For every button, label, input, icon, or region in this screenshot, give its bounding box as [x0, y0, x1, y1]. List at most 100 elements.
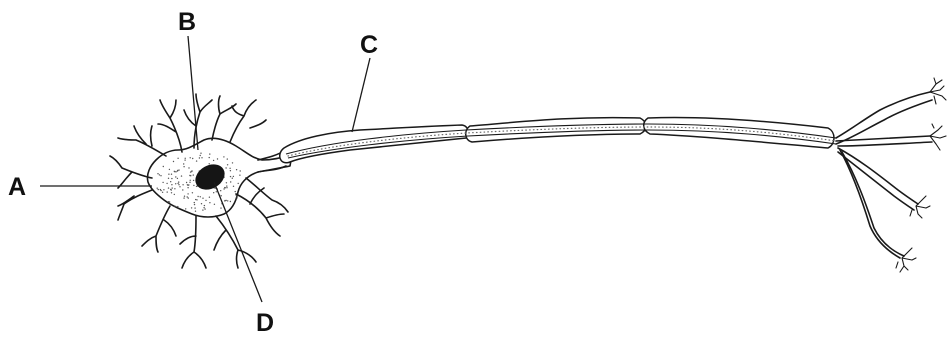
label-d: D: [256, 309, 274, 337]
label-c: C: [360, 31, 378, 59]
leader-b: [188, 36, 198, 150]
stipple-dot: [168, 178, 169, 179]
leader-c: [352, 58, 370, 132]
stipple-dot: [203, 207, 204, 208]
stipple-dot: [220, 190, 221, 191]
stipple-dot: [225, 167, 226, 168]
stipple-dot: [205, 200, 206, 201]
stipple-dot: [238, 183, 239, 184]
stipple-dot: [171, 174, 172, 175]
stipple-dot: [171, 192, 172, 193]
stipple-dot: [214, 204, 215, 205]
myelin-sheath: [280, 117, 834, 162]
stipple-dot: [174, 171, 175, 172]
stipple-dot: [202, 198, 203, 199]
stipple-dot: [177, 170, 178, 171]
stipple-dot: [166, 183, 167, 184]
stipple-dot: [175, 176, 176, 177]
stipple-dot: [187, 193, 188, 194]
stipple-dot: [236, 169, 237, 170]
stipple-dot: [191, 170, 192, 171]
stipple-dot: [233, 186, 234, 187]
stipple-dot: [167, 191, 168, 192]
axon-terminals: [836, 78, 946, 272]
stipple-dot: [209, 197, 210, 198]
axon: [258, 117, 836, 172]
stipple-dot: [227, 200, 228, 201]
stipple-dot: [199, 157, 200, 158]
stipple-dot: [175, 183, 176, 184]
stipple-dot: [209, 153, 210, 154]
leader-d: [214, 182, 262, 302]
stipple-dot: [168, 174, 169, 175]
stipple-dot: [230, 176, 231, 177]
stipple-dot: [178, 184, 179, 185]
stipple-dot: [158, 189, 159, 190]
stipple-dot: [194, 204, 195, 205]
stipple-dot: [230, 181, 231, 182]
stipple-dot: [227, 158, 228, 159]
stipple-dot: [226, 185, 227, 186]
stipple-dot: [224, 200, 225, 201]
stipple-dot: [189, 182, 190, 183]
stipple-dot: [186, 182, 187, 183]
stipple-dot: [183, 197, 184, 198]
stipple-dot: [170, 181, 171, 182]
stipple-dot: [182, 189, 183, 190]
stipple-dot: [200, 196, 201, 197]
label-b: B: [178, 8, 196, 36]
stipple-dot: [159, 174, 160, 175]
stipple-dot: [196, 199, 197, 200]
stipple-dot: [200, 153, 201, 154]
stipple-dot: [226, 187, 227, 188]
stipple-dot: [220, 207, 221, 208]
stipple-dot: [169, 201, 170, 202]
stipple-dot: [188, 197, 189, 198]
stipple-dot: [221, 195, 222, 196]
stipple-dot: [230, 170, 231, 171]
stipple-dot: [169, 169, 170, 170]
stipple-dot: [233, 176, 234, 177]
stipple-dot: [171, 189, 172, 190]
stipple-dot: [196, 160, 197, 161]
stipple-dot: [168, 187, 169, 188]
stipple-dot: [157, 173, 158, 174]
stipple-dot: [229, 168, 230, 169]
stipple-dot: [160, 175, 161, 176]
stipple-dot: [184, 196, 185, 197]
stipple-dot: [183, 166, 184, 167]
stipple-dot: [174, 206, 175, 207]
stipple-dot: [204, 208, 205, 209]
stipple-dot: [201, 203, 202, 204]
stipple-dot: [226, 182, 227, 183]
stipple-dot: [209, 202, 210, 203]
stipple-dot: [223, 188, 224, 189]
stipple-dot: [239, 175, 240, 176]
stipple-dot: [173, 161, 174, 162]
stipple-dot: [183, 163, 184, 164]
stipple-dot: [194, 207, 195, 208]
stipple-dot: [227, 164, 228, 165]
stipple-dot: [193, 185, 194, 186]
stipple-dot: [200, 155, 201, 156]
stipple-dot: [226, 200, 227, 201]
stipple-dot: [172, 187, 173, 188]
stipple-dot: [202, 209, 203, 210]
stipple-dot: [187, 185, 188, 186]
stipple-dot: [193, 180, 194, 181]
stipple-dot: [240, 170, 241, 171]
stipple-dot: [162, 182, 163, 183]
stipple-dot: [187, 196, 188, 197]
stipple-dot: [181, 175, 182, 176]
stipple-dot: [197, 196, 198, 197]
stipple-dot: [232, 162, 233, 163]
stipple-dot: [216, 191, 217, 192]
stipple-dot: [195, 199, 196, 200]
stipple-dot: [177, 158, 178, 159]
stipple-dot: [190, 157, 191, 158]
stipple-dot: [236, 197, 237, 198]
stipple-dot: [182, 184, 183, 185]
stipple-dot: [178, 181, 179, 182]
stipple-dot: [178, 169, 179, 170]
